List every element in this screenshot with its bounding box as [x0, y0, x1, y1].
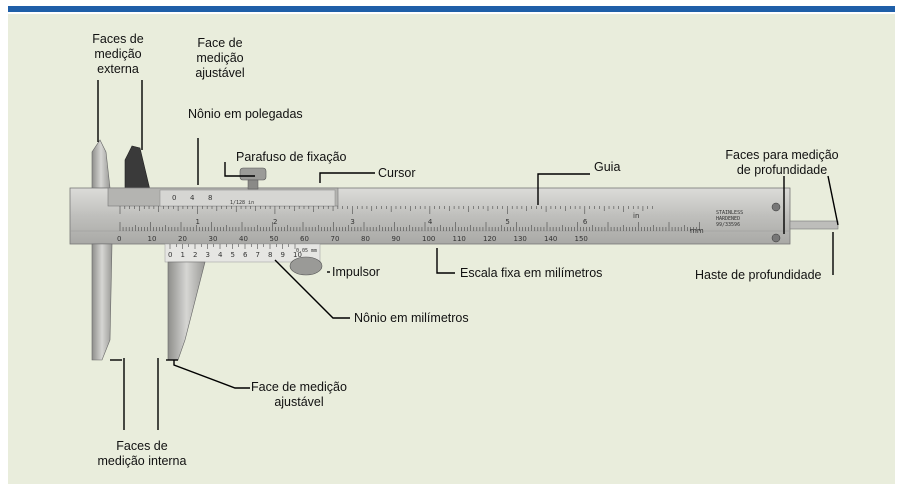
inch-number: 3	[350, 218, 354, 226]
vernier-mm-number: 6	[243, 251, 248, 259]
vernier-mm-number: 9	[281, 251, 285, 259]
inch-scale-numbers: 1 2 3 4 5 6	[195, 218, 587, 226]
mm-number: 80	[361, 235, 370, 243]
fixed-upper-jaw	[91, 139, 111, 189]
mm-number: 100	[422, 235, 435, 243]
diagram-panel	[8, 14, 895, 484]
vernier-mm-number: 10	[293, 251, 302, 259]
mm-scale-ticks	[119, 206, 700, 231]
stamp-line-1: STAINLESS	[716, 210, 743, 216]
movable-lower-jaw	[167, 261, 206, 361]
vernier-mm-precision: 0.05 mm	[296, 248, 317, 254]
label-line: externa	[97, 62, 139, 76]
vernier-inch-number: 4	[190, 194, 195, 202]
label-face-medicao-ajustavel-bottom: Face de medição ajustável	[244, 380, 354, 410]
leader-lines	[97, 80, 839, 430]
vernier-mm-number: 5	[231, 251, 235, 259]
label-line: medição	[196, 51, 244, 65]
vernier-mm-number: 7	[256, 251, 260, 259]
label-line: Faces para medição	[725, 148, 839, 162]
vernier-inch-precision: 1/128 in	[230, 200, 254, 206]
label-line: medição interna	[97, 454, 187, 468]
vernier-mm-number: 1	[181, 251, 185, 259]
mm-number: 20	[178, 235, 187, 243]
end-screw-bottom	[771, 233, 781, 243]
mm-number: 90	[392, 235, 401, 243]
label-faces-medicao-externa: Faces de medição externa	[78, 32, 158, 77]
label-cursor: Cursor	[378, 166, 416, 180]
mm-number: 110	[453, 235, 466, 243]
label-line: Faces de	[92, 32, 144, 46]
inch-number: 6	[583, 218, 588, 226]
label-nonio-polegadas: Nônio em polegadas	[188, 107, 303, 121]
label-face-medicao-ajustavel-top: Face de medição ajustável	[180, 36, 260, 81]
label-faces-medicao-interna: Faces de medição interna	[92, 439, 192, 469]
label-impulsor: Impulsor	[332, 265, 380, 279]
mm-number: 120	[483, 235, 496, 243]
stamp-line-3: 99/33596	[716, 222, 740, 228]
label-line: Faces de	[116, 439, 168, 453]
label-line: de profundidade	[736, 163, 828, 177]
thumb-impeller	[289, 256, 323, 276]
inch-unit: in	[633, 212, 639, 220]
vernier-mm-number: 8	[268, 251, 272, 259]
label-line: ajustável	[274, 395, 324, 409]
locking-screw-knob	[239, 167, 267, 181]
inch-number: 5	[505, 218, 509, 226]
label-escala-fixa: Escala fixa em milímetros	[460, 266, 603, 280]
fixed-lower-jaw	[91, 243, 113, 361]
mm-number: 50	[270, 235, 279, 243]
label-line: Face de	[197, 36, 243, 50]
header-bar	[8, 6, 895, 12]
label-faces-profundidade: Faces para medição de profundidade	[716, 148, 848, 178]
mm-number: 130	[514, 235, 527, 243]
inch-number: 1	[195, 218, 199, 226]
label-line: medição	[94, 47, 142, 61]
mm-scale-numbers: 0 10 20 30 40 50 60 70 80 90 100 110 120 130 140 150	[117, 235, 588, 243]
mm-number: 70	[331, 235, 340, 243]
vernier-mm-number: 0	[168, 251, 172, 259]
vernier-inch-number: 0	[172, 194, 176, 202]
mm-number: 60	[300, 235, 309, 243]
vernier-mm-number: 3	[206, 251, 210, 259]
inch-number: 4	[428, 218, 433, 226]
label-haste-profundidade: Haste de profundidade	[695, 268, 822, 282]
mm-number: 140	[544, 235, 557, 243]
movable-upper-jaw	[124, 145, 151, 191]
mm-unit: mm	[690, 227, 704, 235]
mm-number: 30	[209, 235, 218, 243]
label-line: Face de medição	[251, 380, 347, 394]
vernier-mm-number: 4	[218, 251, 223, 259]
mm-vernier-plate	[164, 243, 321, 263]
inch-number: 2	[273, 218, 277, 226]
inch-vernier-plate	[159, 189, 336, 207]
end-screw-top	[771, 202, 781, 212]
mm-number: 10	[148, 235, 157, 243]
vernier-inch-number: 8	[208, 194, 212, 202]
mm-number: 0	[117, 235, 121, 243]
vernier-mm-number: 2	[193, 251, 197, 259]
mm-number: 150	[575, 235, 588, 243]
label-guia: Guia	[594, 160, 621, 174]
stamp-line-2: HARDENED	[716, 216, 740, 222]
label-parafuso-fixacao: Parafuso de fixação	[236, 150, 347, 164]
label-line: ajustável	[195, 66, 245, 80]
mm-number: 40	[239, 235, 248, 243]
depth-rod	[789, 220, 839, 230]
label-nonio-milimetros: Nônio em milímetros	[354, 311, 469, 325]
